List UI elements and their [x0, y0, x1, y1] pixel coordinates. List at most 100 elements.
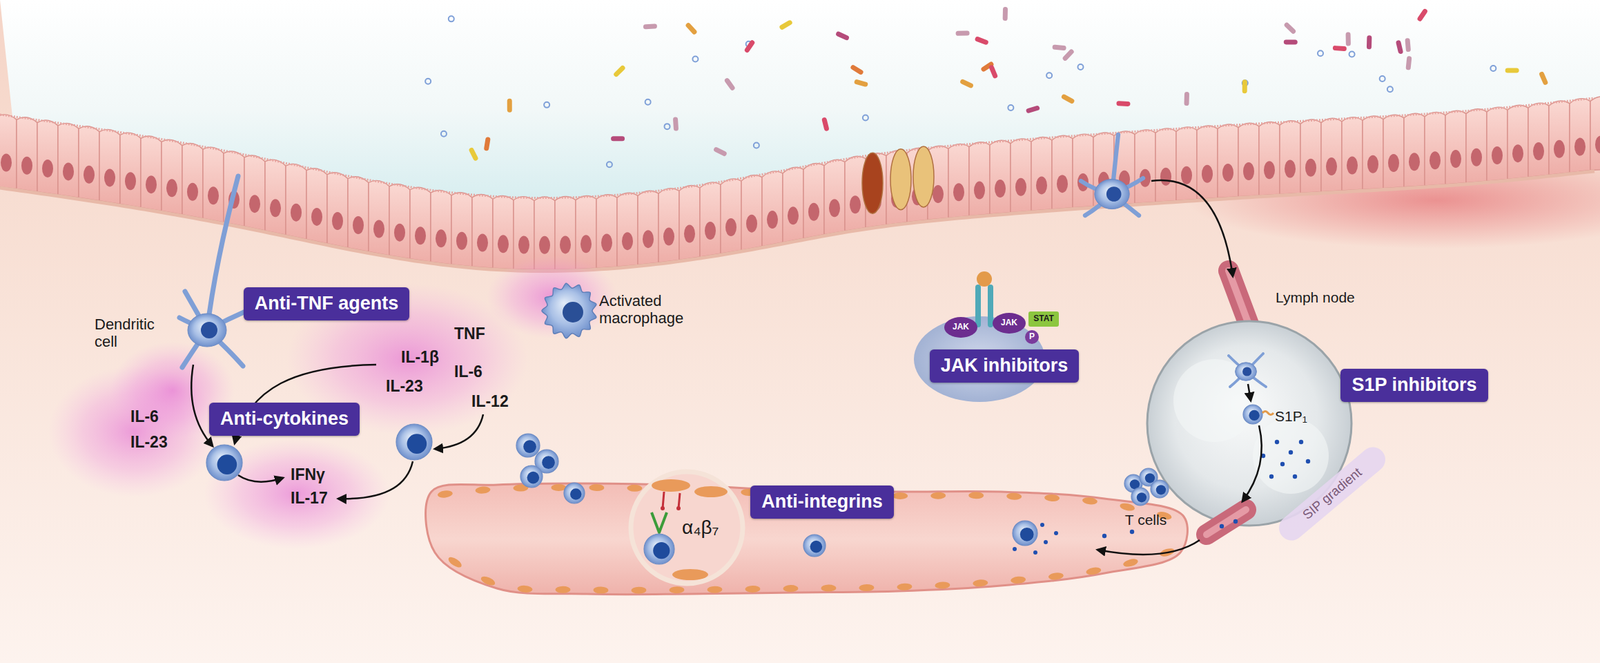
illustration-part	[1283, 39, 1298, 45]
illustration-part	[180, 365, 185, 370]
illustration-part	[1054, 530, 1059, 535]
illustration-part	[104, 168, 116, 187]
illustration-part	[1181, 166, 1193, 185]
illustration-part	[1466, 109, 1487, 183]
illustration-part	[1248, 410, 1260, 421]
illustration-part	[976, 271, 992, 287]
illustration-part	[744, 585, 760, 593]
illustration-part	[934, 581, 950, 589]
illustration-part	[1280, 461, 1285, 466]
illustration-part	[187, 182, 199, 201]
illustration-part	[476, 233, 489, 252]
illustration-part	[1122, 557, 1139, 568]
illustration-part	[913, 146, 934, 208]
illustration-part	[1341, 117, 1363, 191]
illustration-part	[516, 433, 540, 457]
illustration-part	[944, 316, 978, 338]
pathway-arrow	[191, 180, 1262, 555]
cytokine-label: IL-6	[454, 362, 483, 381]
illustration-part	[120, 132, 141, 208]
illustration-part	[610, 135, 625, 141]
illustration-part	[643, 23, 658, 29]
illustration-part	[1219, 523, 1224, 529]
illustration-part	[969, 142, 990, 217]
illustration-part	[746, 214, 758, 233]
illustration-part	[1395, 40, 1404, 55]
illustration-part	[744, 39, 756, 54]
illustration-part	[425, 78, 431, 85]
illustration-part	[684, 22, 698, 36]
illustration-part	[672, 116, 679, 131]
illustration-part	[1151, 180, 1233, 277]
illustration-part	[1173, 358, 1257, 442]
illustration-part	[479, 574, 497, 587]
illustration-part	[988, 64, 999, 79]
illustration-part	[824, 159, 845, 234]
illustration-part	[987, 284, 994, 328]
illustration-part	[575, 195, 597, 269]
illustration-part	[849, 195, 861, 214]
kinase-label: JAK	[1000, 318, 1018, 328]
illustration-part	[236, 173, 241, 179]
illustration-part	[1012, 520, 1038, 546]
illustration-part	[821, 116, 830, 132]
illustration-part	[1116, 100, 1130, 107]
lymph-node	[1102, 270, 1391, 546]
illustration-part	[1252, 417, 1329, 494]
illustration-part	[434, 414, 484, 449]
illustration-part	[541, 455, 555, 469]
receptor-label: S1P₁	[1274, 407, 1308, 425]
illustration-part	[606, 161, 613, 168]
illustration-part	[570, 488, 582, 500]
drug-class-box: Anti-TNF agents	[243, 287, 411, 320]
illustration-part	[668, 586, 685, 593]
illustration-part	[989, 140, 1011, 214]
illustration-part	[516, 584, 533, 593]
illustration-part	[1242, 79, 1248, 94]
illustration-part	[1379, 75, 1386, 82]
illustration-part	[766, 210, 778, 229]
illustration-part	[1553, 140, 1565, 159]
illustration-part	[1025, 104, 1041, 114]
illustration-part	[651, 512, 667, 533]
illustration-part	[1259, 121, 1280, 195]
cytokine-label: IL-23	[385, 376, 424, 395]
illustration-part	[451, 192, 473, 267]
illustration-part	[200, 321, 218, 339]
illustration-part	[621, 231, 633, 250]
drug-class-label: Anti-TNF agents	[243, 287, 411, 320]
illustration-part	[441, 131, 447, 137]
illustration-part	[1020, 527, 1034, 542]
illustration-part	[249, 194, 261, 213]
illustration-part	[892, 492, 908, 500]
cytokine-label: TNF	[454, 324, 486, 343]
illustration-part	[1388, 153, 1400, 172]
illustration-part	[1002, 6, 1008, 21]
illustration-part	[1031, 137, 1052, 212]
illustration-part	[539, 236, 551, 255]
illustration-part	[527, 471, 540, 484]
illustration-part	[124, 171, 136, 190]
illustration-part	[1183, 91, 1190, 106]
illustration-part	[1247, 383, 1251, 401]
illustration-part	[1279, 120, 1301, 194]
illustration-part	[410, 187, 431, 262]
illustration-part	[959, 78, 974, 90]
illustration-part	[932, 184, 944, 203]
illustration-part	[1033, 550, 1038, 555]
illustration-part	[177, 315, 182, 320]
illustration-part	[1015, 178, 1027, 197]
illustration-part	[1012, 546, 1017, 551]
illustration-part	[808, 202, 820, 221]
illustration-part	[217, 454, 238, 475]
illustration-part	[1156, 484, 1166, 495]
jak-stat-receptor	[913, 271, 1059, 402]
illustration-part	[713, 146, 728, 157]
illustration-part	[492, 195, 514, 269]
illustration-part	[660, 505, 665, 511]
illustration-part	[161, 139, 183, 214]
illustration-part	[862, 152, 883, 214]
illustration-part	[1274, 439, 1280, 444]
illustration-part	[0, 114, 17, 190]
